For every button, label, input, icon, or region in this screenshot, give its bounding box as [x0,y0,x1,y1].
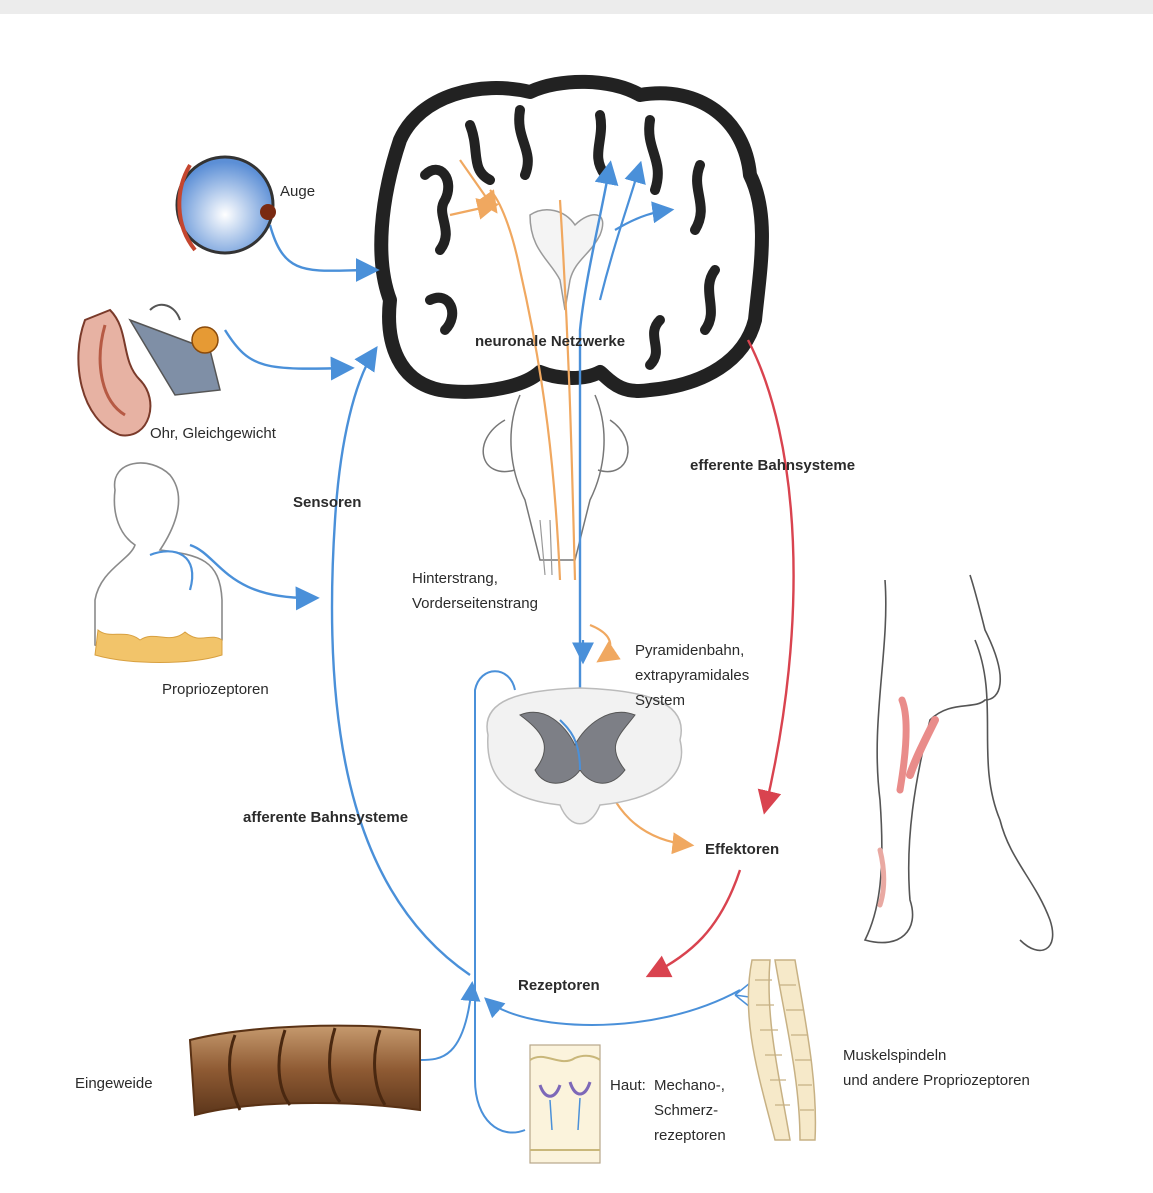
efferent-label: efferente Bahnsysteme [690,457,855,474]
viscera-label: Eingeweide [75,1075,153,1092]
brain-label: neuronale Netzwerke [475,333,625,350]
pyramid-label-1: Pyramidenbahn, [635,642,744,659]
pyramid-label-2: extrapyramidales [635,667,749,684]
afferent-label: afferente Bahnsysteme [243,809,408,826]
skin-illustration [530,1045,600,1163]
efferent-arrow [748,340,794,810]
muscle-label-2: und andere Propriozeptoren [843,1072,1030,1089]
hinterstrang-label-2: Vorderseitenstrang [412,595,538,612]
proprioceptor-label: Propriozeptoren [162,681,269,698]
sensors-label: Sensoren [293,494,361,511]
eye-label: Auge [280,183,315,200]
skin-label-1: Haut: [610,1077,646,1094]
skin-label-4: rezeptoren [654,1127,726,1144]
skin-label-3: Schmerz- [654,1102,718,1119]
receptors-label: Rezeptoren [518,977,600,994]
effector-to-receptor-arrow [650,870,740,975]
viscera-illustration [190,1026,420,1115]
torso-illustration [95,463,222,663]
muscle-label-1: Muskelspindeln [843,1047,946,1064]
ear-illustration [78,305,220,436]
afferent-arrow [332,350,470,975]
effectors-label: Effektoren [705,841,779,858]
eye-illustration [177,157,276,253]
leg-illustration [865,575,1053,950]
ear-label: Ohr, Gleichgewicht [150,425,277,442]
muscle-spindle-illustration [748,960,815,1140]
pyramid-label-3: System [635,692,685,709]
skin-label-2: Mechano-, [654,1077,725,1094]
hinterstrang-label-1: Hinterstrang, [412,570,498,587]
